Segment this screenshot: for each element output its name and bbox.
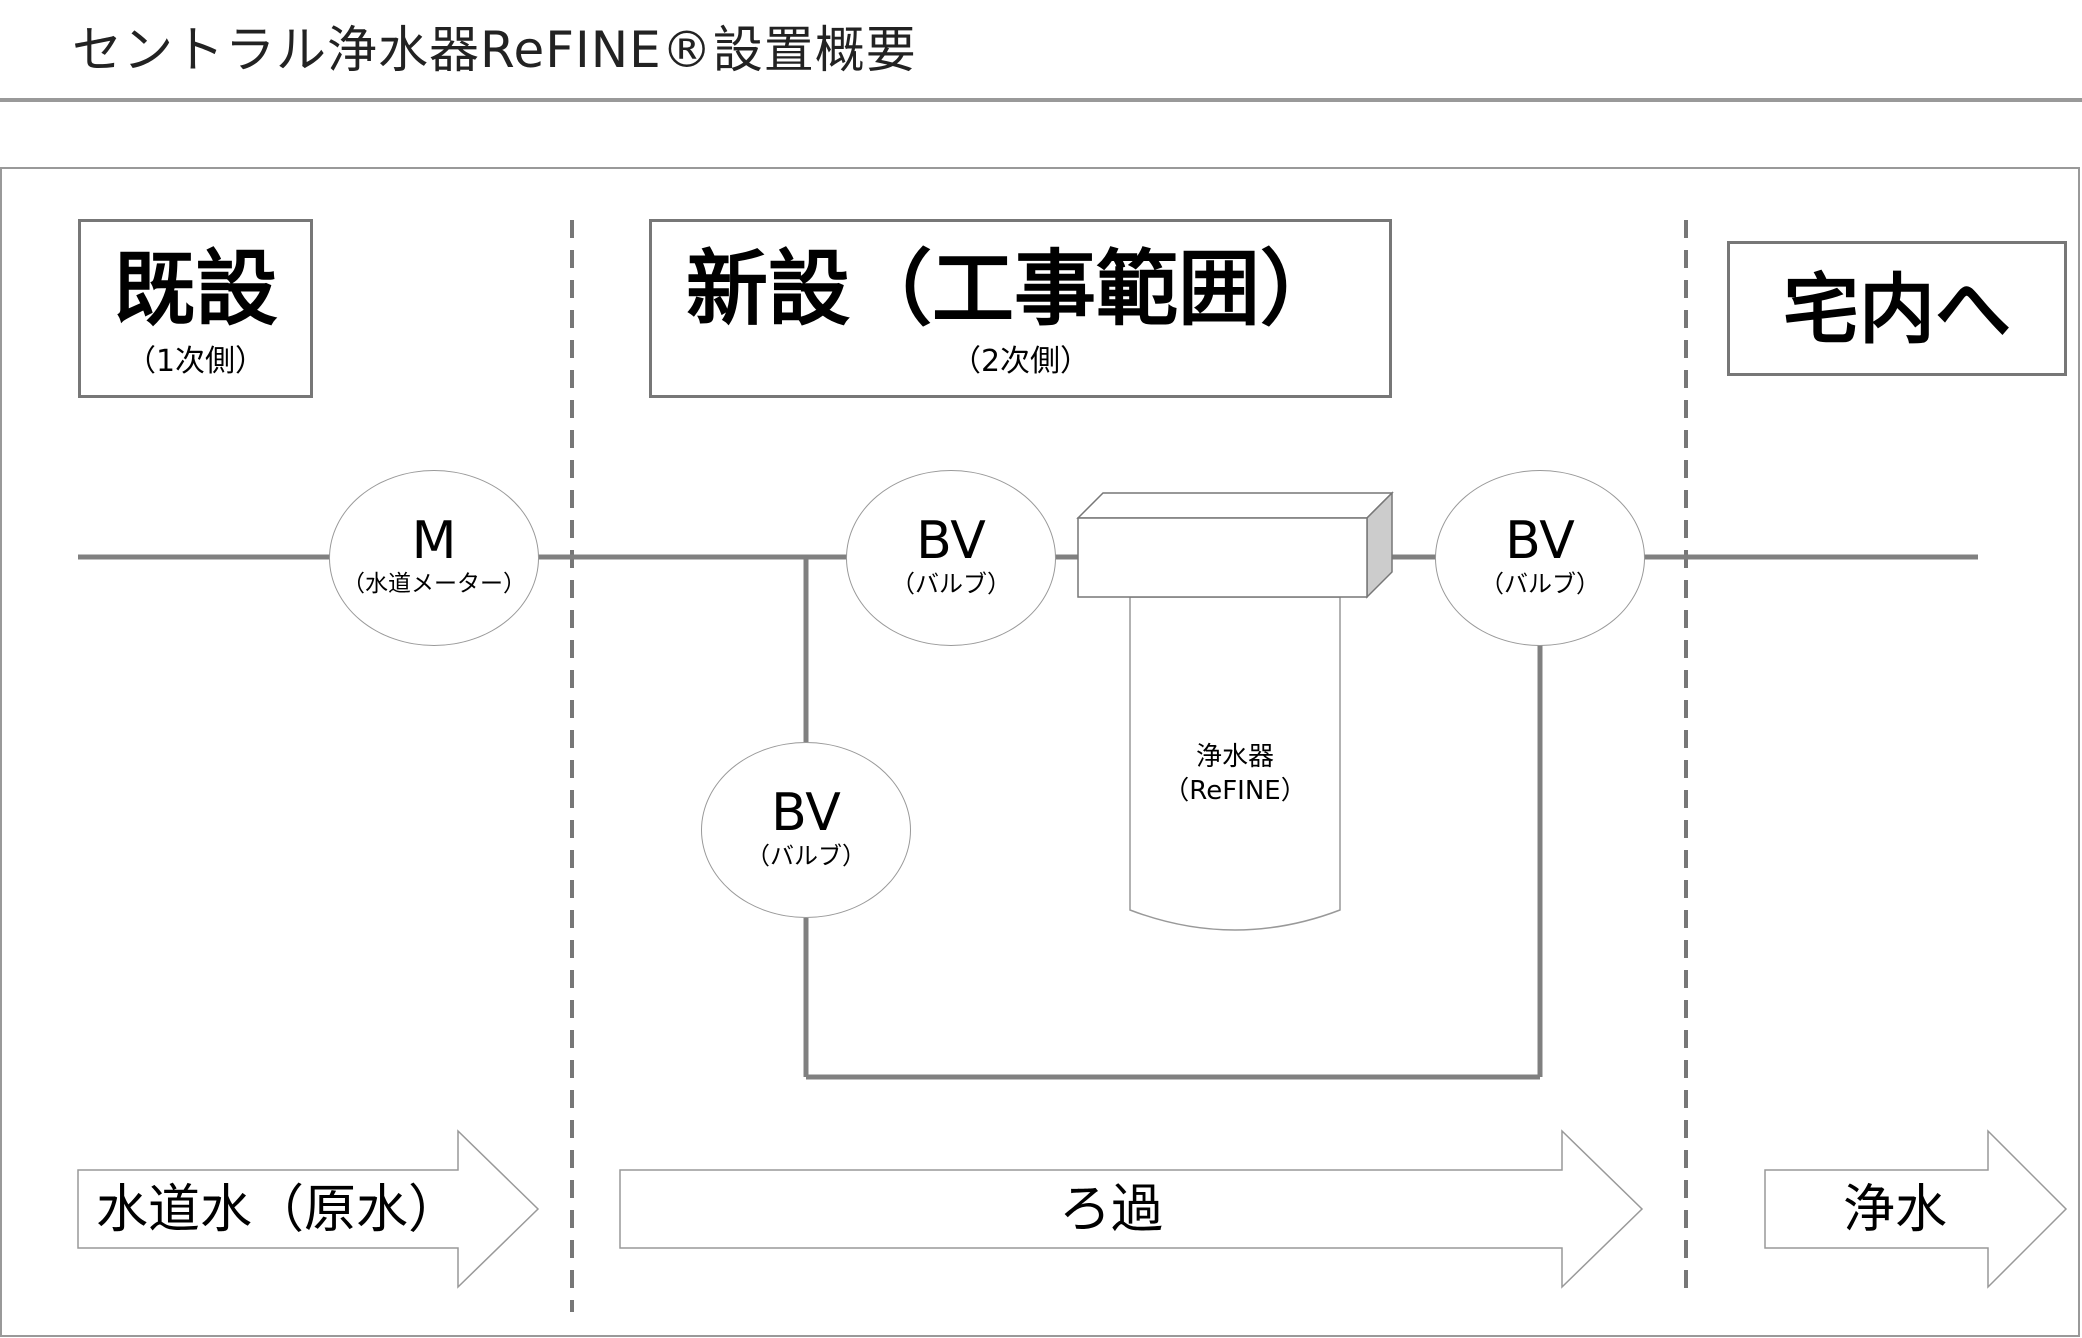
- water-meter-node: M （水道メーター）: [329, 470, 539, 646]
- flow-arrow-raw: [77, 1129, 540, 1289]
- outlet-valve-label: BV: [1505, 511, 1575, 571]
- flow-arrow-filter: [619, 1129, 1644, 1289]
- purifier-head-front: [1077, 517, 1368, 598]
- inlet-valve-sub: （バルブ）: [891, 570, 1011, 598]
- section-existing-title: 既設: [113, 242, 278, 337]
- section-existing: 既設 （1次側）: [78, 219, 313, 398]
- purifier-label: 浄水器: [1195, 742, 1274, 772]
- purifier-tank-body: [1129, 596, 1341, 931]
- flow-arrow-filter-label: ろ過: [1058, 1180, 1163, 1240]
- section-existing-subtitle: （1次側）: [125, 344, 266, 379]
- outlet-valve-sub: （バルブ）: [1480, 570, 1600, 598]
- water-meter-sub: （水道メーター）: [342, 571, 526, 597]
- page-title: セントラル浄水器ReFINE®設置概要: [72, 21, 917, 79]
- title-divider: [0, 98, 2082, 102]
- diagram-frame: [0, 167, 2080, 1337]
- purifier-head-top: [1076, 492, 1394, 519]
- section-new-title: 新設（工事範囲）: [686, 242, 1343, 337]
- purifier-model-label: （ReFINE）: [1163, 776, 1307, 806]
- bypass-valve-node: BV （バルブ）: [701, 742, 911, 918]
- flow-arrow-raw-label: 水道水（原水）: [95, 1180, 460, 1240]
- section-new-subtitle: （2次側）: [950, 344, 1091, 379]
- section-indoor: 宅内へ: [1727, 241, 2067, 376]
- section-indoor-title: 宅内へ: [1783, 265, 2011, 354]
- inlet-valve-node: BV （バルブ）: [846, 470, 1056, 646]
- inlet-valve-label: BV: [916, 511, 986, 571]
- outlet-valve-node: BV （バルブ）: [1435, 470, 1645, 646]
- water-meter-label: M: [411, 511, 457, 571]
- flow-arrow-clean-label: 浄水: [1842, 1180, 1947, 1240]
- bypass-valve-sub: （バルブ）: [746, 842, 866, 870]
- section-new: 新設（工事範囲） （2次側）: [649, 219, 1392, 398]
- flow-arrow-clean: [1764, 1129, 2068, 1289]
- bypass-valve-label: BV: [771, 783, 841, 843]
